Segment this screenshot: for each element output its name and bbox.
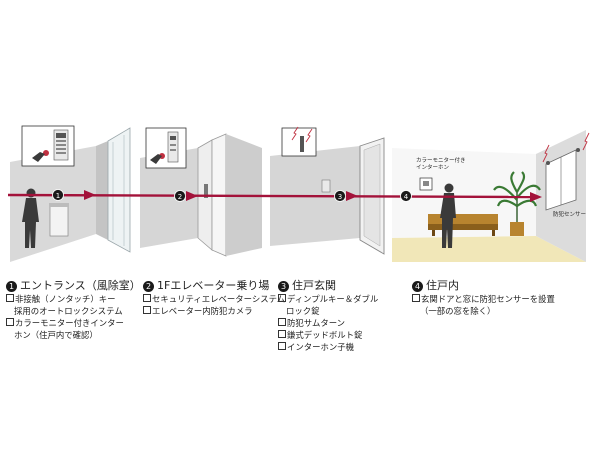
keypad-inset-1: [21, 125, 75, 167]
checkbox-icon: [278, 330, 286, 338]
caption-interior-title: 4 住戸内: [412, 279, 555, 293]
caption-entrance-title: 1 エントランス（風除室）: [6, 279, 141, 293]
intercom-label-line1: カラーモニター付き: [416, 158, 466, 164]
caption-number-badge: 2: [143, 280, 154, 292]
caption-number-badge: 4: [412, 280, 423, 292]
person-silhouette-2: [440, 183, 456, 248]
checkbox-icon: [278, 318, 286, 326]
checkbox-icon: [278, 294, 286, 302]
checkbox-icon: [6, 318, 14, 326]
caption-item-text: インターホン子機: [287, 342, 354, 352]
sensor-zap-1: [542, 144, 550, 163]
keypad-inset-2: [145, 127, 187, 169]
intercom-unit: [321, 179, 331, 193]
auto-lock-panel: [49, 205, 69, 237]
caption-item-text: 非接触（ノンタッチ）キー: [15, 294, 116, 304]
caption-title-text: エントランス（風除室）: [20, 279, 141, 292]
door-lock-inset: [281, 126, 317, 157]
caption-interior: 4 住戸内 玄関ドアと窓に防犯センサーを設置 （一部の窓を除く）: [412, 279, 555, 317]
caption-title-text: 住戸内: [426, 279, 459, 292]
route-arrow: [7, 190, 542, 202]
caption-unit-door-title: 3 住戸玄関: [278, 279, 378, 293]
caption-item-continuation: ロック錠: [286, 306, 320, 316]
checkbox-icon: [143, 294, 151, 302]
sensor-label: 防犯センサー: [553, 212, 587, 218]
caption-item-text: エレベーター内防犯カメラ: [152, 306, 253, 316]
checkbox-icon: [6, 294, 14, 302]
caption-item: 玄関ドアと窓に防犯センサーを設置: [412, 293, 555, 305]
caption-elevator-title: 2 1Fエレベーター乗り場: [143, 279, 285, 293]
step-marker-3-number: 3: [338, 193, 342, 201]
caption-item: エレベーター内防犯カメラ: [143, 305, 285, 317]
step-marker-2: 2: [174, 190, 186, 202]
caption-item-text: 防犯サムターン: [287, 318, 346, 328]
step-marker-1-number: 1: [56, 192, 60, 200]
checkbox-icon: [412, 294, 420, 302]
caption-item-text: セキュリティエレベーターシステム: [152, 294, 286, 304]
caption-number-badge: 1: [6, 280, 17, 292]
sensor-zap-2: [582, 132, 590, 151]
caption-item-continuation: 採用のオートロックシステム: [14, 306, 123, 316]
caption-title-text: 1Fエレベーター乗り場: [157, 279, 270, 292]
caption-item: カラーモニター付きインター: [6, 317, 141, 329]
caption-item: 防犯サムターン: [278, 317, 378, 329]
caption-item: 鎌式デッドボルト錠: [278, 329, 378, 341]
caption-item: インターホン子機: [278, 341, 378, 353]
caption-number-badge: 3: [278, 280, 289, 292]
unit-interior-scene: [392, 130, 590, 262]
caption-item-text: ディンプルキー＆ダブル: [287, 294, 379, 304]
caption-item: 非接触（ノンタッチ）キー: [6, 293, 141, 305]
unit-door-scene: [270, 126, 385, 255]
plant: [493, 171, 541, 236]
caption-item-text: 鎌式デッドボルト錠: [287, 330, 363, 340]
caption-title-text: 住戸玄関: [292, 279, 336, 292]
caption-item-continuation: （一部の窓を除く）: [420, 306, 496, 316]
elevator-call-panel: [204, 184, 208, 198]
intercom-label-line2: インターホン: [416, 165, 450, 171]
glass-door: [107, 127, 131, 253]
checkbox-icon: [143, 306, 151, 314]
caption-unit-door: 3 住戸玄関 ディンプルキー＆ダブル ロック錠 防犯サムターン 鎌式デッドボルト…: [278, 279, 378, 353]
caption-item-continuation: ホン（住戸内で確認）: [14, 330, 98, 340]
step-marker-4: 4: [400, 190, 412, 202]
caption-entrance: 1 エントランス（風除室） 非接触（ノンタッチ）キー 採用のオートロックシステム…: [6, 279, 141, 341]
step-marker-4-number: 4: [404, 193, 409, 201]
floor: [392, 236, 586, 262]
caption-item-text: 玄関ドアと窓に防犯センサーを設置: [421, 294, 555, 304]
step-marker-3: 3: [334, 190, 346, 202]
caption-item-text: カラーモニター付きインター: [15, 318, 124, 328]
caption-item: ディンプルキー＆ダブル: [278, 293, 378, 305]
checkbox-icon: [278, 342, 286, 350]
intercom-label: カラーモニター付き インターホン: [416, 158, 466, 172]
step-marker-1: 1: [52, 189, 64, 201]
caption-elevator: 2 1Fエレベーター乗り場 セキュリティエレベーターシステム エレベーター内防犯…: [143, 279, 285, 317]
caption-item: セキュリティエレベーターシステム: [143, 293, 285, 305]
elevator-scene: [140, 127, 262, 257]
step-marker-2-number: 2: [178, 193, 182, 201]
